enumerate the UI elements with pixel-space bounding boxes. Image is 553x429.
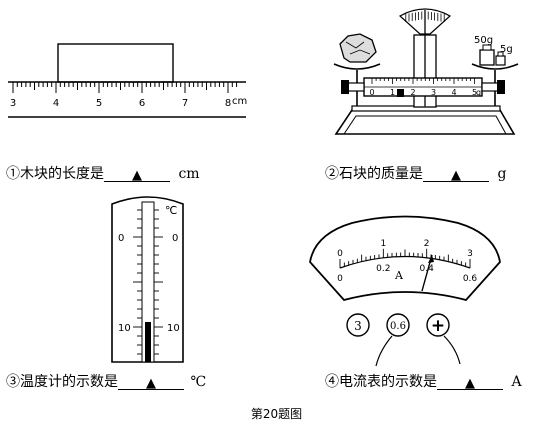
dial-ticks bbox=[405, 11, 445, 22]
ruler-figure: 3 4 5 6 7 8 cm bbox=[8, 43, 247, 118]
weight-5g bbox=[495, 55, 506, 66]
blank-marker-3: ▲ bbox=[146, 376, 156, 391]
thermo-label-left-10: 10 bbox=[118, 323, 131, 334]
beam-unit: g bbox=[476, 88, 481, 97]
ammeter-bottom-label: 0.2 bbox=[376, 264, 390, 274]
thermometer-liquid bbox=[145, 322, 151, 362]
weight-50g bbox=[479, 49, 495, 66]
question-3: ③温度计的示数是 ▲ ℃ bbox=[6, 371, 206, 391]
beam-label: 4 bbox=[451, 88, 456, 97]
ruler-ticks bbox=[12, 82, 238, 93]
balance-base bbox=[334, 109, 516, 135]
terminal-plus bbox=[426, 313, 450, 337]
ruler-tick-label: 4 bbox=[53, 98, 59, 109]
ammeter-top-label: 1 bbox=[380, 239, 386, 249]
beam-label: 3 bbox=[431, 88, 436, 97]
thermometer-unit: ℃ bbox=[165, 204, 177, 217]
beam-rider bbox=[397, 89, 404, 97]
ammeter-bottom-label: 0 bbox=[337, 274, 343, 284]
question-2: ②石块的质量是 ▲ g bbox=[325, 163, 506, 183]
ruler-tick-label: 8 bbox=[225, 98, 231, 109]
ruler-tick-label: 5 bbox=[96, 98, 102, 109]
wire-right bbox=[443, 335, 461, 365]
thermometer-figure: ℃ 0 0 10 10 bbox=[111, 196, 184, 363]
question-4: ④电流表的示数是 ▲ A bbox=[325, 371, 522, 391]
weight-5g-label: 5g bbox=[500, 44, 513, 55]
question-2-unit: g bbox=[497, 166, 507, 182]
ammeter-bottom-label: 0.6 bbox=[463, 274, 478, 284]
wood-block bbox=[57, 43, 174, 83]
ruler-tick-label: 3 bbox=[10, 98, 16, 109]
beam-label: 0 bbox=[369, 88, 374, 97]
right-pan bbox=[471, 63, 519, 70]
question-1-text: ①木块的长度是 bbox=[6, 166, 104, 182]
beam-labels: 0 1 2 3 4 5 bbox=[369, 88, 477, 97]
right-nut bbox=[497, 80, 505, 94]
thermo-label-right-0: 0 bbox=[172, 233, 178, 244]
ruler-tick-label: 6 bbox=[139, 98, 145, 109]
wire-left bbox=[375, 335, 393, 367]
question-3-unit: ℃ bbox=[190, 374, 207, 390]
answer-blank-2[interactable]: ▲ bbox=[423, 166, 489, 183]
stone bbox=[339, 33, 377, 63]
blank-marker-2: ▲ bbox=[451, 168, 461, 183]
ruler-tick-label: 7 bbox=[182, 98, 188, 109]
answer-blank-4[interactable]: ▲ bbox=[437, 374, 503, 391]
beam-label: 1 bbox=[390, 88, 395, 97]
beam-ticks bbox=[371, 78, 475, 84]
question-4-unit: A bbox=[511, 374, 522, 390]
thermometer-ticks bbox=[133, 209, 163, 355]
beam-label: 2 bbox=[410, 88, 415, 97]
question-4-text: ④电流表的示数是 bbox=[325, 374, 437, 390]
balance-figure: 50g 5g 0 1 2 3 4 5 g bbox=[333, 8, 519, 135]
ammeter-top-label: 3 bbox=[467, 249, 473, 259]
ammeter-bottom-label: 0.4 bbox=[420, 264, 435, 274]
ammeter-top-scale: 0 1 2 3 bbox=[337, 239, 473, 259]
thermo-label-left-0: 0 bbox=[118, 233, 124, 244]
terminal-3 bbox=[346, 313, 370, 337]
beam-label: 5 bbox=[472, 88, 477, 97]
ammeter-face bbox=[309, 215, 501, 302]
ruler-unit: cm bbox=[232, 96, 247, 107]
question-3-text: ③温度计的示数是 bbox=[6, 374, 118, 390]
question-2-text: ②石块的质量是 bbox=[325, 166, 423, 182]
terminal-3-label: 3 bbox=[354, 319, 362, 333]
weight-50g-label: 50g bbox=[474, 35, 493, 46]
question-1-unit: cm bbox=[178, 166, 200, 182]
blank-marker-4: ▲ bbox=[465, 376, 475, 391]
terminal-plus-label: + bbox=[431, 316, 445, 336]
terminal-0.6-label: 0.6 bbox=[390, 321, 406, 332]
answer-blank-3[interactable]: ▲ bbox=[118, 374, 184, 391]
left-nut bbox=[341, 80, 349, 94]
blank-marker-1: ▲ bbox=[132, 168, 142, 183]
ammeter-bottom-scale: 0 0.2 0.4 0.6 bbox=[337, 264, 477, 284]
terminal-0.6 bbox=[386, 313, 410, 337]
answer-blank-1[interactable]: ▲ bbox=[104, 166, 170, 183]
left-pan bbox=[333, 63, 381, 70]
ruler-tick-labels: 3 4 5 6 7 8 bbox=[10, 98, 231, 109]
ammeter-unit: A bbox=[394, 269, 404, 282]
figure-caption: 第20题图 bbox=[250, 407, 303, 421]
ammeter-ticks bbox=[339, 248, 471, 268]
ammeter-top-label: 0 bbox=[337, 249, 343, 259]
thermo-label-right-10: 10 bbox=[167, 323, 180, 334]
ammeter-top-label: 2 bbox=[424, 239, 430, 249]
question-1: ①木块的长度是 ▲ cm bbox=[6, 163, 200, 183]
ammeter-figure: 0 1 2 3 0 0.2 0.4 0.6 A 3 0.6 + bbox=[309, 215, 501, 367]
